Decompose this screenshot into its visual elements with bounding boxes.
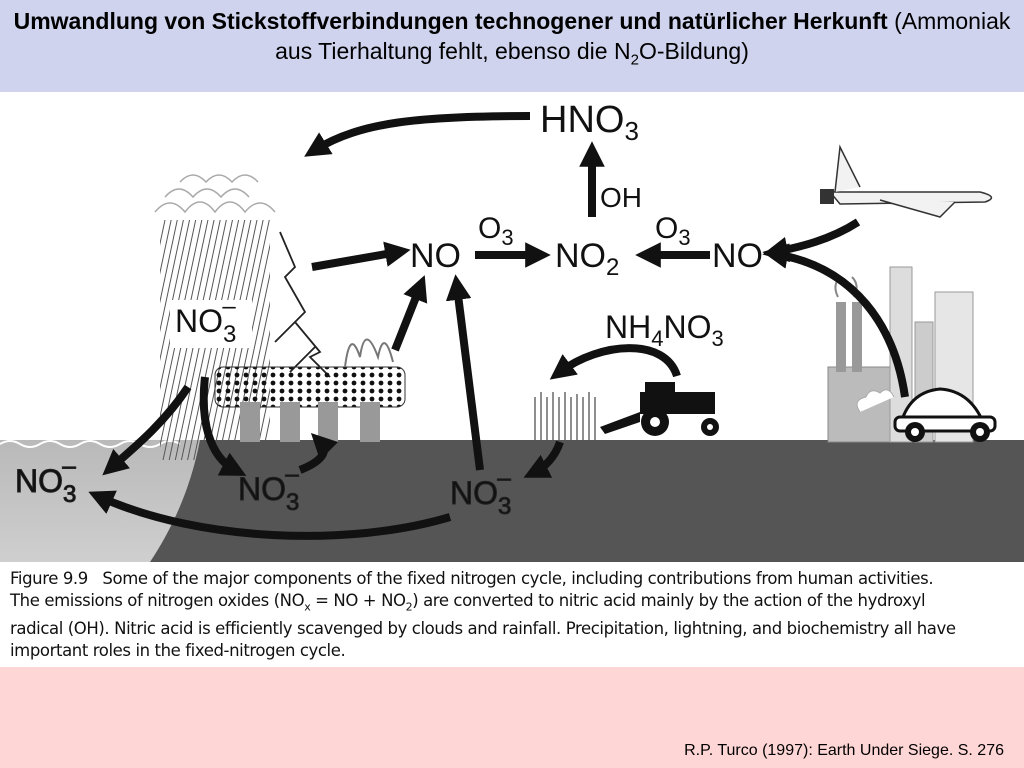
figure-caption: Figure 9.9 Some of the major components … <box>10 568 1020 662</box>
label-no3-sea: NO3– <box>15 453 76 508</box>
caption-line2-pre: The emissions of nitrogen oxides (NO <box>10 591 305 610</box>
label-no3-rain: NO3– <box>175 293 236 348</box>
sea-waves <box>0 440 181 448</box>
caption-sub-x: x <box>304 600 311 614</box>
car <box>856 387 997 442</box>
arrow-forest-to-no <box>391 275 428 352</box>
label-hno3: HNO3 <box>540 99 639 146</box>
arrow-soil-to-sea <box>88 490 452 540</box>
forest <box>214 338 406 442</box>
caption-line2-post: ) are converted to nitric acid mainly by… <box>412 591 926 610</box>
cloud <box>154 174 276 214</box>
source-citation: R.P. Turco (1997): Earth Under Siege. S.… <box>684 742 1004 759</box>
arrow-soil-right-to-crops <box>523 440 564 478</box>
label-no2: NO2 <box>555 237 619 281</box>
label-o3-left: O3 <box>478 212 514 250</box>
caption-line1: Some of the major components of the fixe… <box>102 569 934 588</box>
nitrogen-cycle-diagram: HNO3 OH NO NO NO2 O3 O3 NH4NO3 NO3– NO3–… <box>0 99 1024 562</box>
label-oh: OH <box>600 182 642 213</box>
tractor <box>600 382 719 436</box>
label-no3-soil-left: NO3– <box>238 461 299 516</box>
arrow-soil-up <box>298 432 339 474</box>
arrow-rain-to-soil <box>199 376 247 476</box>
arrow-rain-to-sea <box>102 384 192 476</box>
label-no3-soil-right: NO3– <box>450 465 511 520</box>
caption-line3: radical (OH). Nitric acid is efficiently… <box>10 619 956 639</box>
crops <box>534 392 596 440</box>
caption-line2-mid: = NO + NO <box>310 591 406 610</box>
jet-plane <box>820 144 993 218</box>
arrow-nh4no3-to-crops <box>549 344 681 380</box>
label-o3-right: O3 <box>655 212 691 250</box>
arrow-lightning-to-no <box>311 241 411 271</box>
title-bold: Umwandlung von Stickstoffverbindungen te… <box>13 8 888 34</box>
arrow-jet-to-no <box>762 218 861 263</box>
caption-line4: important roles in the fixed-nitrogen cy… <box>10 641 346 661</box>
caption-fig-label: Figure 9.9 <box>10 569 88 588</box>
figure-panel: HNO3 OH NO NO NO2 O3 O3 NH4NO3 NO3– NO3–… <box>0 92 1024 667</box>
arrows <box>88 112 909 540</box>
title-normal-pre: (Ammoniak aus Tierhaltung fehlt, ebenso … <box>275 8 1011 64</box>
slide-header: Umwandlung von Stickstoffverbindungen te… <box>0 0 1024 92</box>
title-sub: 2 <box>630 51 639 69</box>
lightning <box>274 231 331 378</box>
arrow-factory-to-no <box>762 243 909 398</box>
label-no-right: NO <box>712 237 763 275</box>
arrow-soil-to-no <box>445 274 484 471</box>
label-no-left: NO <box>410 237 461 275</box>
slide-title: Umwandlung von Stickstoffverbindungen te… <box>0 6 1024 76</box>
label-nh4no3: NH4NO3 <box>605 309 724 351</box>
arrow-hno3-to-cloud <box>304 112 531 157</box>
caption-sub-2: 2 <box>405 600 413 614</box>
title-normal-post: O-Bildung) <box>638 38 749 64</box>
